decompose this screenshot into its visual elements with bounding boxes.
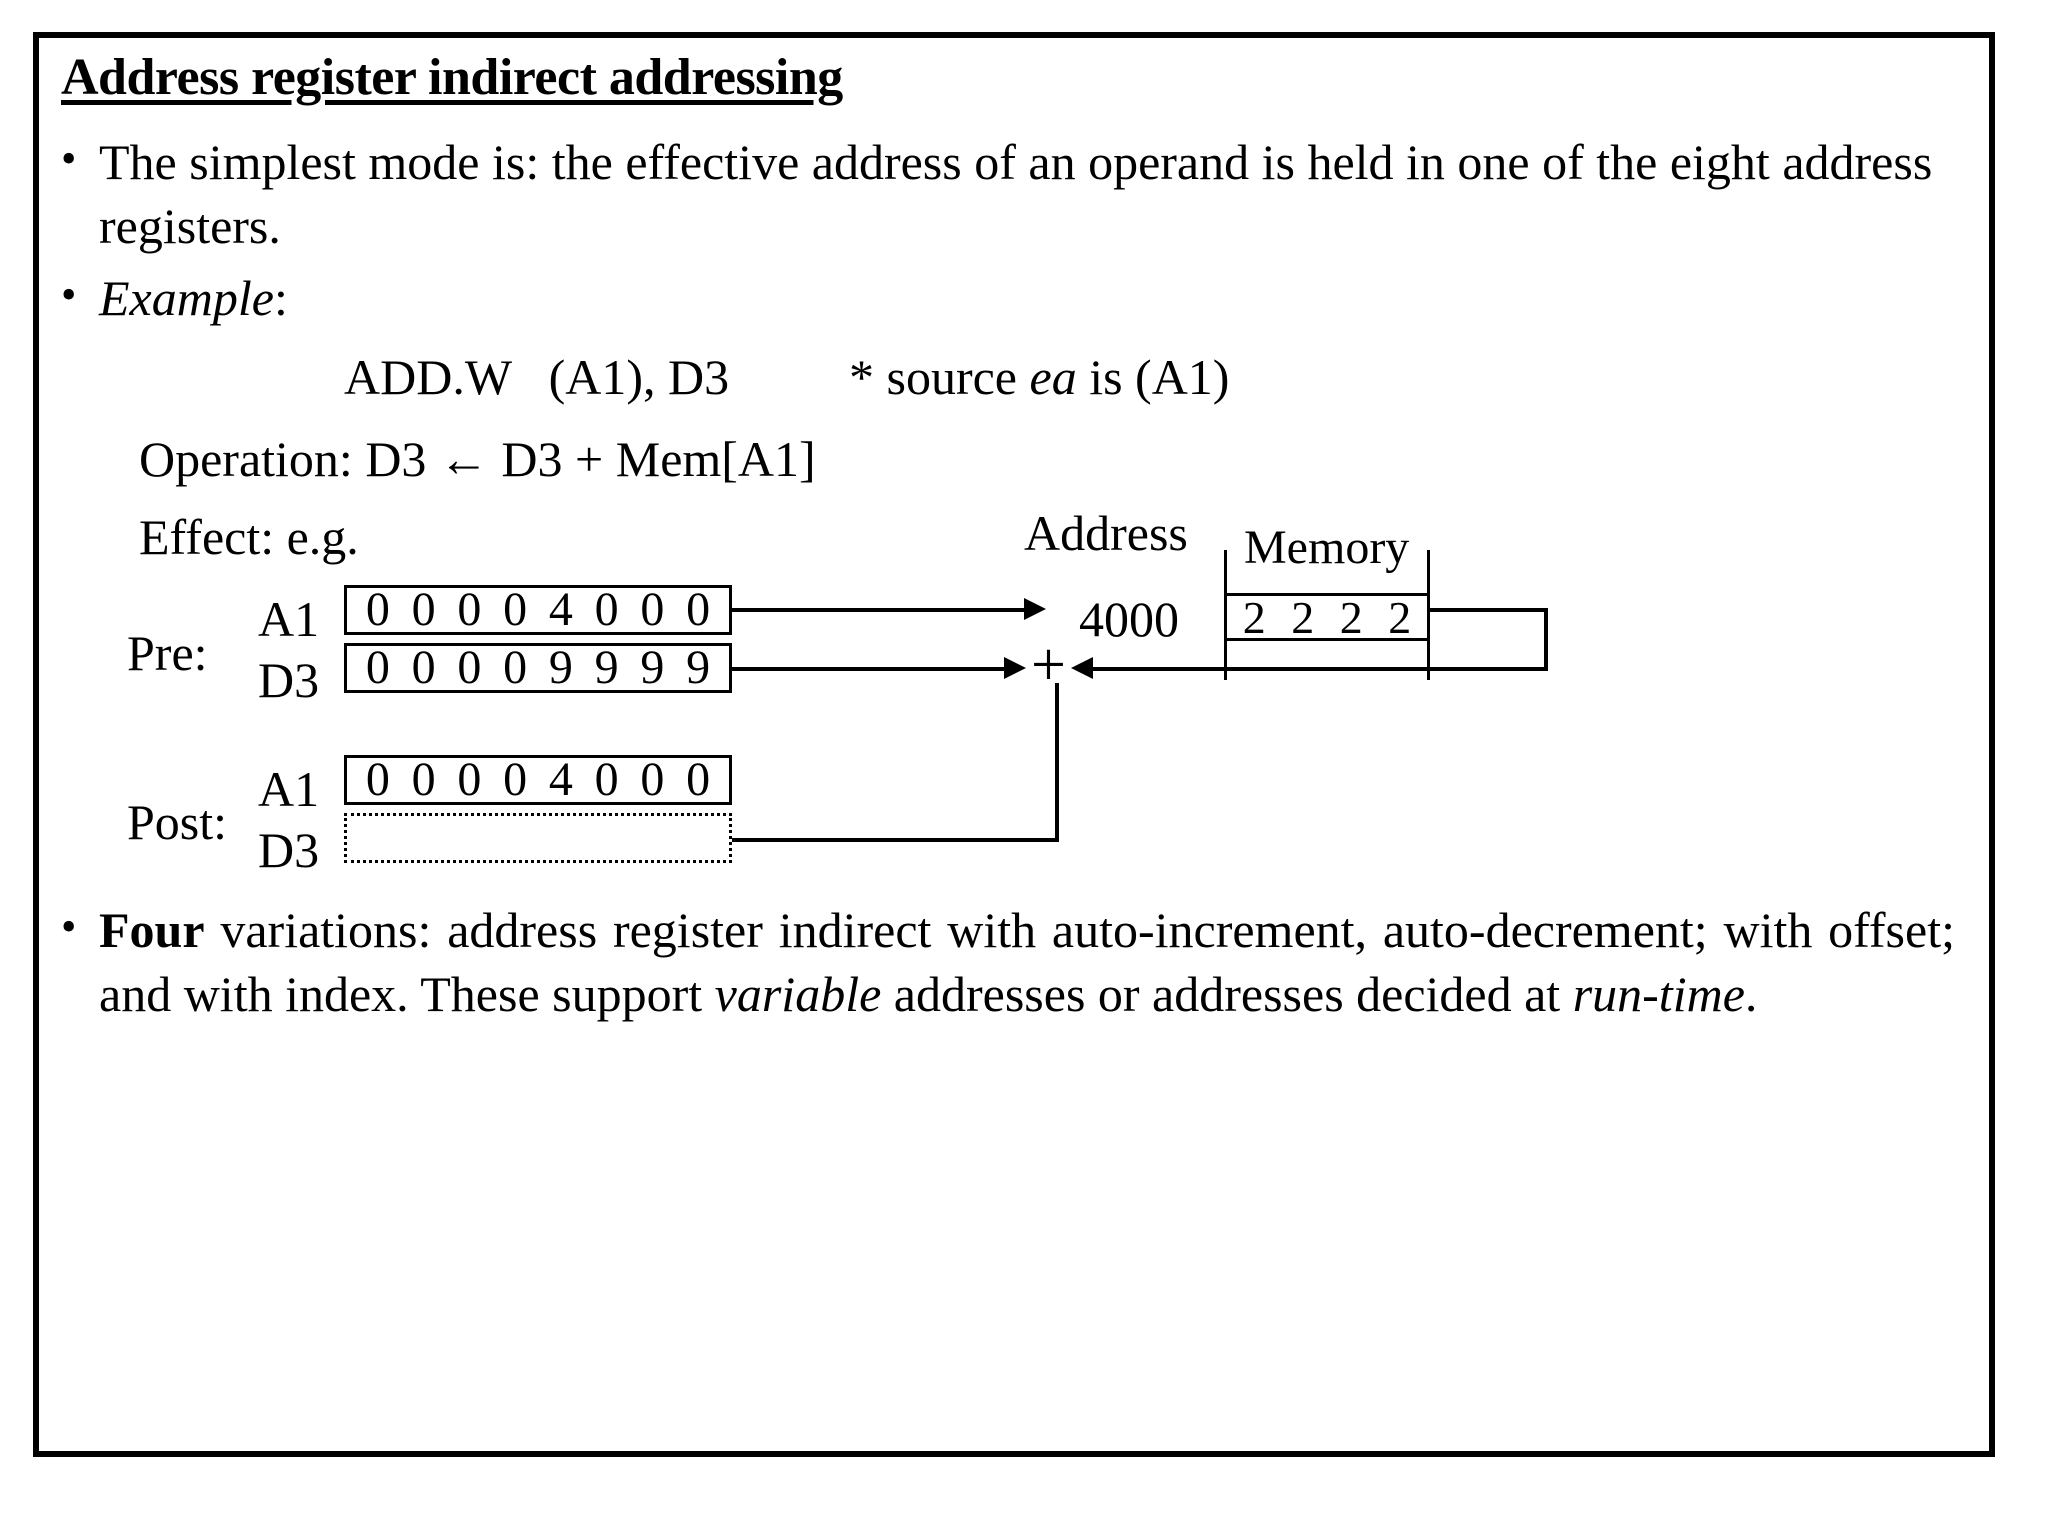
- nibble: 0: [686, 753, 711, 806]
- bullet-item-variations-text: Four variations: address register indire…: [99, 898, 1955, 1026]
- instruction-comment: * source ea is (A1): [849, 348, 1229, 406]
- example-colon: :: [273, 270, 288, 326]
- address-value: 4000: [1079, 591, 1179, 647]
- variations-count-word: Four: [99, 902, 205, 958]
- instruction-text: ADD.W (A1), D3: [344, 349, 730, 405]
- nibble: 9: [640, 641, 665, 694]
- nibble: 0: [365, 583, 390, 636]
- post-state-label: Post:: [127, 794, 228, 850]
- register-box-pre-d3: 0 0 0 0 9 9 9 9: [344, 643, 732, 693]
- nibble: 0: [686, 583, 711, 636]
- slide-frame: Address register indirect addressing • T…: [33, 32, 1995, 1457]
- nibble: 0: [365, 641, 390, 694]
- bullet-dot-icon: •: [61, 134, 77, 183]
- adder-plus-symbol: +: [1031, 631, 1066, 699]
- pre-state-label: Pre:: [127, 625, 208, 681]
- example-label: Example: [99, 270, 274, 326]
- variations-text-1: variations: address register indirect wi…: [99, 902, 1955, 1022]
- arrowhead-right-icon: [1004, 657, 1026, 679]
- register-name-post-a1: A1: [258, 761, 320, 817]
- nibble: 0: [594, 753, 619, 806]
- nibble: 0: [640, 583, 665, 636]
- wire-d3-to-adder: [732, 667, 1012, 671]
- wire-memory-to-adder: [1079, 667, 1548, 671]
- comment-prefix: * source: [849, 349, 1030, 405]
- runtime-term: run-time: [1572, 966, 1745, 1022]
- bullet-item-simplest-mode: • The simplest mode is: the effective ad…: [53, 130, 1953, 258]
- bullet-item-example-text: Example:: [99, 266, 288, 330]
- comment-suffix: is (A1): [1076, 349, 1230, 405]
- nibble: 0: [640, 753, 665, 806]
- wire-a1-to-address: [732, 608, 1032, 612]
- wire-adder-down: [1055, 683, 1059, 841]
- arrowhead-right-icon: [1024, 598, 1046, 620]
- nibble: 9: [548, 641, 573, 694]
- nibble: 0: [411, 753, 436, 806]
- register-box-post-d3: [344, 813, 732, 863]
- nibble: 0: [411, 583, 436, 636]
- memory-rail-left: [1224, 550, 1227, 680]
- memory-column-header: Memory: [1244, 521, 1410, 574]
- wire-memory-down: [1544, 608, 1548, 670]
- memory-rail-right: [1427, 550, 1430, 680]
- memory-cell-4000: 2 2 2 2: [1224, 591, 1430, 643]
- comment-ea-term: ea: [1029, 349, 1077, 405]
- nibble: 9: [594, 641, 619, 694]
- bullet-dot-icon: •: [61, 270, 77, 319]
- nibble: 0: [503, 583, 528, 636]
- bullet-item-variations: • Four variations: address register indi…: [53, 898, 1973, 1026]
- nibble: 0: [457, 753, 482, 806]
- bullet-dot-icon: •: [61, 902, 77, 951]
- address-column-header: Address: [1024, 505, 1188, 561]
- nibble: 4: [548, 583, 573, 636]
- nibble: 0: [457, 583, 482, 636]
- nibble: 2: [1388, 591, 1412, 643]
- variations-text-2: addresses or addresses decided at: [881, 966, 1573, 1022]
- nibble: 4: [548, 753, 573, 806]
- variable-term: variable: [714, 966, 882, 1022]
- register-box-post-a1: 0 0 0 0 4 0 0 0: [344, 755, 732, 805]
- nibble: 9: [686, 641, 711, 694]
- effect-text: Effect: e.g.: [139, 509, 359, 565]
- nibble: 2: [1339, 591, 1363, 643]
- wire-memory-out: [1430, 608, 1548, 612]
- bullet-item-example: • Example:: [53, 266, 953, 330]
- register-name-pre-a1: A1: [258, 591, 320, 647]
- nibble: 0: [503, 641, 528, 694]
- nibble: 0: [594, 583, 619, 636]
- register-name-post-d3: D3: [258, 822, 320, 878]
- wire-adder-to-post-d3: [732, 838, 1059, 842]
- nibble: 2: [1242, 591, 1266, 643]
- register-name-pre-d3: D3: [258, 652, 320, 708]
- operation-text: Operation: D3 ← D3 + Mem[A1]: [139, 431, 816, 487]
- nibble: 0: [457, 641, 482, 694]
- nibble: 0: [411, 641, 436, 694]
- variations-text-3: .: [1744, 966, 1758, 1022]
- nibble: 2: [1291, 591, 1315, 643]
- register-box-pre-a1: 0 0 0 0 4 0 0 0: [344, 585, 732, 635]
- bullet-item-simplest-mode-text: The simplest mode is: the effective addr…: [99, 134, 1933, 254]
- nibble: 0: [503, 753, 528, 806]
- nibble: 0: [365, 753, 390, 806]
- page-title: Address register indirect addressing: [61, 49, 843, 106]
- arrowhead-left-icon: [1071, 657, 1093, 679]
